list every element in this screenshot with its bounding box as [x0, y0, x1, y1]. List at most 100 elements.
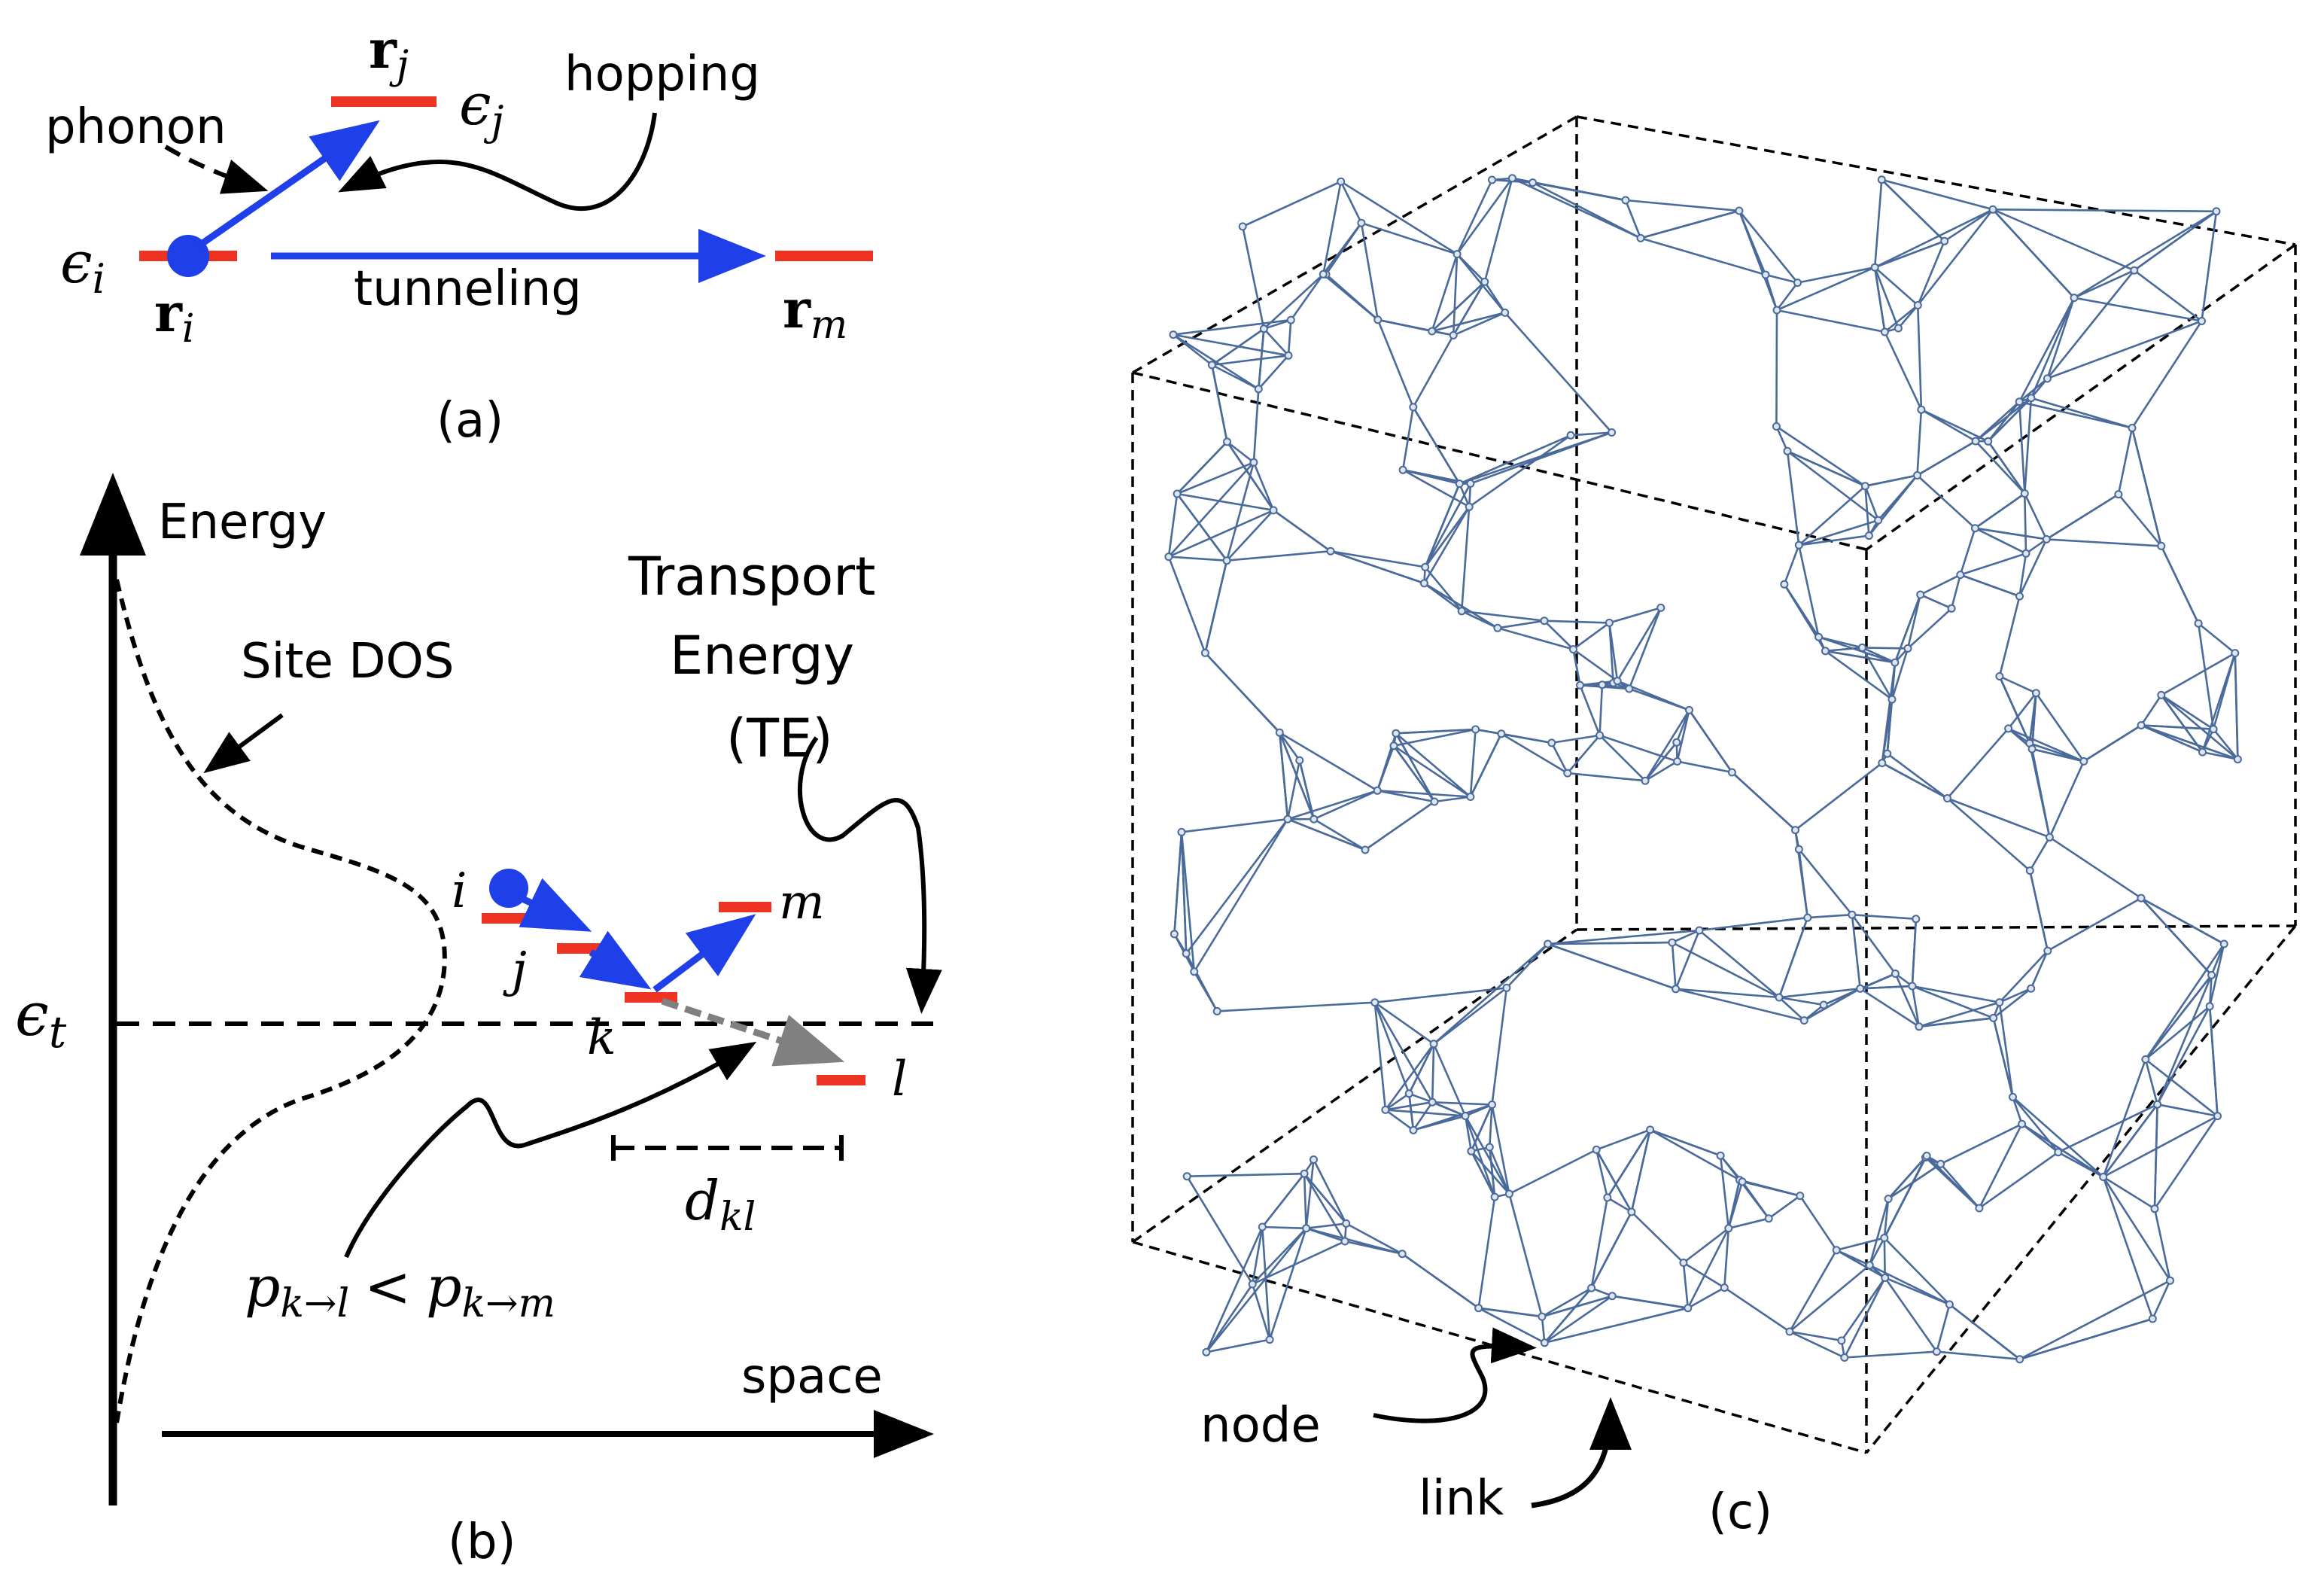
- hop-arrow-k-m: [652, 914, 756, 993]
- network-link: [1279, 732, 1378, 792]
- network-link: [1187, 1172, 1305, 1177]
- network-link: [1433, 943, 1549, 1045]
- network-node: [2231, 649, 2240, 658]
- network-link: [1572, 649, 1581, 686]
- network-link: [1468, 434, 1571, 508]
- network-link: [1649, 1128, 1741, 1181]
- network-link: [1723, 1228, 1730, 1288]
- network-link: [1683, 1262, 1725, 1289]
- network-node: [1283, 814, 1292, 824]
- network-node: [1202, 1347, 1211, 1356]
- network-link: [1590, 1211, 1633, 1289]
- network-link: [1475, 728, 1553, 744]
- network-link: [2028, 743, 2051, 838]
- network-node: [1883, 749, 1892, 758]
- probability-pointer-arrow: [344, 1041, 757, 1259]
- label-eps-i: ϵi: [60, 229, 105, 303]
- network-node: [1430, 797, 1439, 806]
- network-node: [1894, 324, 1903, 333]
- network-link: [1376, 319, 1415, 408]
- network-node: [1641, 776, 1650, 785]
- network-link: [1424, 483, 1472, 568]
- network-link: [2213, 728, 2239, 760]
- network-link: [1865, 474, 1918, 487]
- network-link: [1464, 1115, 1510, 1195]
- network-link: [1916, 474, 1976, 529]
- network-node: [1337, 177, 1346, 186]
- network-node: [1592, 1145, 1601, 1154]
- network-node: [1860, 482, 1869, 491]
- label-site-dos: Site DOS: [241, 634, 455, 690]
- network-node: [2233, 755, 2242, 764]
- network-link: [2018, 297, 2076, 403]
- network-link: [1385, 1092, 1410, 1111]
- network-node: [1493, 623, 1502, 632]
- network-link: [1258, 328, 1265, 389]
- network-link: [1992, 209, 2135, 272]
- label-r-m: rm: [783, 278, 847, 348]
- network-link: [1688, 709, 1733, 773]
- network-link: [2102, 1058, 2147, 1177]
- network-link: [1544, 620, 1574, 650]
- network-link: [1778, 988, 1860, 999]
- network-link: [1251, 1226, 1264, 1285]
- network-node: [1956, 571, 1965, 580]
- network-node: [1724, 1224, 1733, 1233]
- network-link: [1413, 1104, 1492, 1131]
- network-link: [1611, 1295, 1689, 1309]
- network-node: [1780, 580, 1789, 589]
- network-link: [1273, 509, 1331, 553]
- network-node: [1603, 1193, 1612, 1202]
- network-node: [1821, 647, 1830, 656]
- network-node: [1984, 437, 1993, 446]
- network-link: [1998, 595, 2021, 677]
- network-link: [1975, 440, 2026, 495]
- network-node: [1540, 1338, 1549, 1347]
- network-link: [1789, 1264, 1871, 1333]
- network-link: [1489, 1104, 1493, 1148]
- network-link: [1974, 527, 2027, 555]
- network-link: [1424, 506, 1471, 568]
- network-link: [1917, 305, 1923, 410]
- network-node: [1656, 603, 1665, 612]
- network-link: [1547, 941, 1672, 945]
- network-link: [1628, 607, 1662, 690]
- network-link: [1456, 179, 1493, 255]
- network-node: [1679, 1259, 1688, 1267]
- network-link: [2131, 428, 2163, 546]
- network-link: [2008, 727, 2085, 763]
- network-link: [1497, 620, 1545, 629]
- network-node: [1884, 1195, 1893, 1204]
- network-node: [1684, 1304, 1693, 1313]
- network-link: [1566, 735, 1601, 774]
- network-link: [1992, 209, 2075, 299]
- network-link: [1290, 273, 1325, 321]
- network-link: [1803, 988, 1861, 1021]
- network-link: [1385, 1109, 1414, 1131]
- network-link: [1469, 729, 1477, 797]
- network-node: [1428, 327, 1437, 336]
- network-link: [2156, 974, 2213, 1105]
- network-link: [1883, 1156, 1927, 1239]
- network-node: [1840, 1353, 1849, 1362]
- network-link: [1181, 817, 1288, 833]
- network-link: [1818, 636, 1896, 664]
- network-link: [2234, 653, 2239, 760]
- network-link: [2102, 1177, 2154, 1320]
- network-node: [2043, 946, 2052, 955]
- network-link: [2049, 760, 2085, 838]
- network-node: [1467, 1146, 1476, 1155]
- network-link: [1644, 709, 1690, 781]
- network-node: [1449, 330, 1458, 339]
- network-link: [1393, 744, 1471, 798]
- network-node: [1848, 910, 1857, 919]
- network-link: [1252, 388, 1260, 463]
- label-eps-j: ϵj: [459, 71, 503, 145]
- label-node: node: [1200, 1398, 1321, 1454]
- network-link: [2161, 652, 2236, 696]
- network-node: [1761, 270, 1770, 279]
- network-link: [1874, 240, 1945, 269]
- network-link: [1675, 988, 1805, 1021]
- network-node: [1540, 616, 1549, 626]
